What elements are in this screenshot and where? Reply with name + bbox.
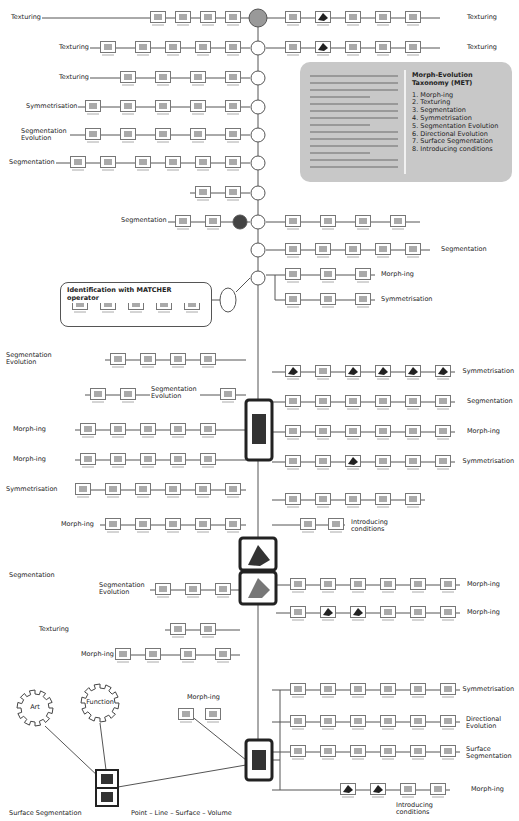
branch-label: Segmentation Evolution [5,352,55,367]
branch-label: Morph-ing [466,428,501,435]
legend-heading: Morph-Evolution Taxonomy (MET) [412,72,504,88]
branch-label: Symmetrisation [462,458,515,465]
branch-label: Symmetrisation [462,686,515,693]
branch-label: Directional Evolution [465,716,515,731]
branch-label: Segmentation [8,159,56,166]
legend-item: 5. Segmentation Evolution [412,123,504,131]
branch-label: Morph-ing [12,426,47,433]
legend-panel: Morph-Evolution Taxonomy (MET) 1. Morph-i… [300,62,512,182]
branch-label: Symmetrisation [380,296,433,303]
branch-label: Texturing [58,44,90,51]
branch-label: Surface Segmentation [8,810,83,817]
branch-label: Texturing [58,74,90,81]
branch-label: Morph-ing [80,651,115,658]
branch-label: Morph-ing [466,581,501,588]
legend-item: 8. Introducing conditions [412,146,504,154]
branch-label: Point – Line – Surface – Volume [130,810,233,817]
branch-label: Surface Segmentation [465,746,515,761]
branch-label: Texturing [466,44,498,51]
branch-label: Symmetrisation [462,368,515,375]
legend-item: 3. Segmentation [412,107,504,115]
text-placeholder-lines [300,62,406,182]
gear-node: Function [80,683,120,723]
legend-column: Morph-Evolution Taxonomy (MET) 1. Morph-i… [412,62,504,164]
branch-label: Segmentation [8,572,56,579]
branch-label: Segmentation [120,217,168,224]
group-title: Identification with MATCHER operator [67,287,205,303]
branch-label: Texturing [38,626,70,633]
branch-label: Segmentation Evolution [150,386,200,401]
branch-label: Morph-ing [186,694,221,701]
branch-label: Segmentation Evolution [98,582,148,597]
branch-label: Texturing [466,14,498,21]
branch-label: Symmetrisation [25,103,78,110]
legend-item: 7. Surface Segmentation [412,138,504,146]
legend-item: 4. Symmetrisation [412,115,504,123]
legend-item: 1. Morph-ing [412,92,504,100]
group-box: Identification with MATCHER operator [60,282,212,327]
legend-item: 2. Texturing [412,99,504,107]
branch-label: Segmentation [440,246,488,253]
branch-label: Morph-ing [60,521,95,528]
branch-label: Segmentation Evolution [20,128,70,143]
branch-label: Morph-ing [470,786,505,793]
gear-label: Function [86,699,114,707]
branch-label: Morph-ing [380,271,415,278]
branch-label: Introducing conditions [350,519,400,534]
branch-label: Introducing conditions [395,802,445,817]
gear-label: Art [30,704,40,712]
legend-item: 6. Directional Evolution [412,131,504,139]
branch-label: Symmetrisation [5,486,58,493]
branch-label: Morph-ing [466,609,501,616]
branch-label: Texturing [10,14,42,21]
branch-label: Segmentation [466,398,514,405]
branch-label: Morph-ing [12,456,47,463]
gear-node: Art [16,689,54,727]
